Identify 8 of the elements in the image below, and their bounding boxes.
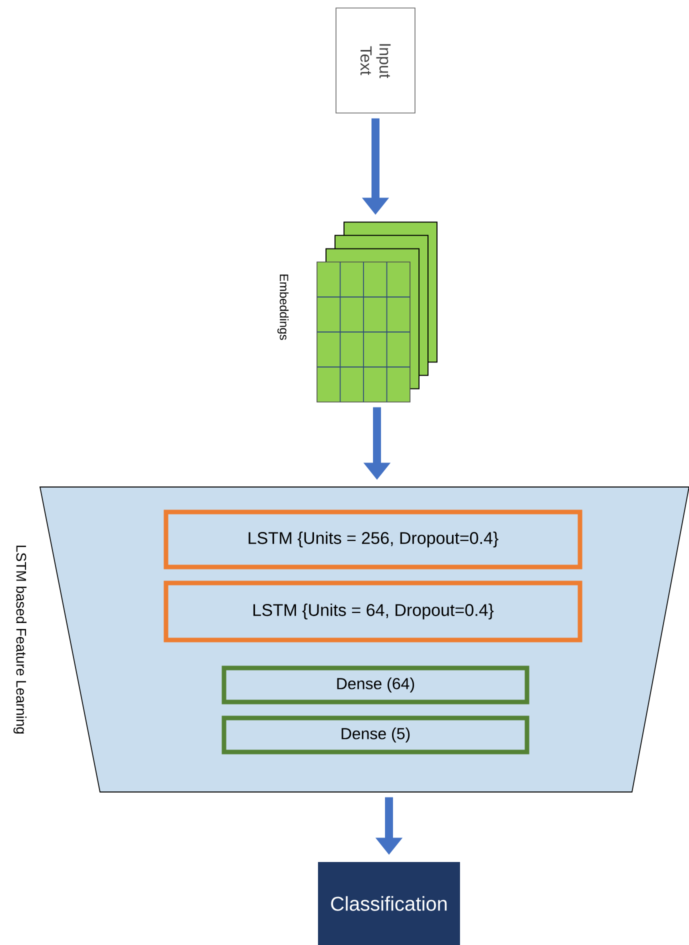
node-label: Embeddings <box>277 274 289 340</box>
output-box: Classification <box>318 862 460 945</box>
input-box: Input Text <box>336 8 416 114</box>
layer-box: Dense (64) <box>222 666 530 704</box>
layer-box: Dense (5) <box>222 716 530 754</box>
layer-box: LSTM {Units = 64, Dropout=0.4} <box>164 580 582 642</box>
panel-label: LSTM based Feature Learning <box>13 546 27 734</box>
layer-box: LSTM {Units = 256, Dropout=0.4} <box>164 510 582 570</box>
